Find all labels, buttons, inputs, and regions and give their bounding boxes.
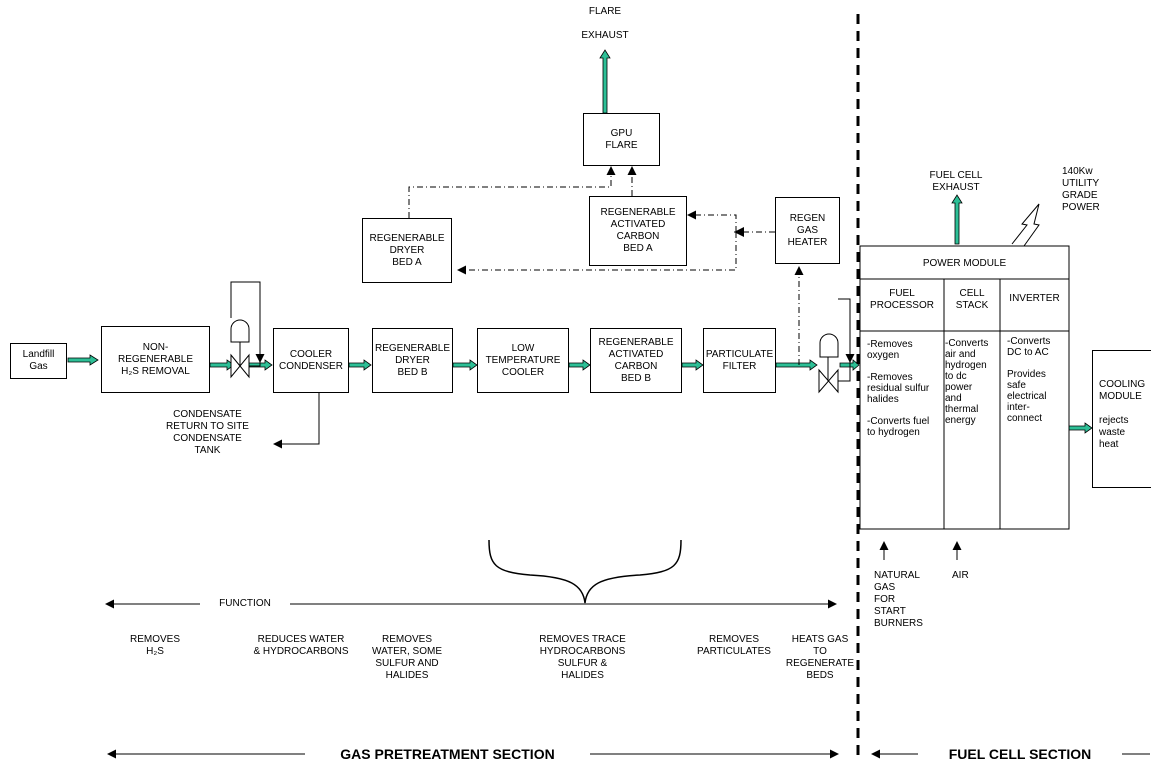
regen-junction-arrow [734, 227, 744, 237]
flow-arrow-carbonb [681, 359, 704, 371]
gpu-flare-box: GPU FLARE [583, 113, 660, 166]
flare-exhaust-label: FLARE EXHAUST [581, 6, 629, 41]
function-removes-particulates: REMOVES PARTICULATES [697, 634, 771, 657]
regen-lines [408, 166, 804, 365]
regenerable-carbon-bed-b-box: REGENERABLE ACTIVATED CARBON BED B [590, 328, 682, 393]
particulate-filter-box: PARTICULATE FILTER [703, 328, 776, 393]
function-heats-gas: HEATS GAS TO REGENERATE BEDS [785, 634, 855, 681]
function-reduces-water: REDUCES WATER & HYDROCARBONS [253, 634, 349, 657]
valve-arrows [255, 290, 855, 363]
control-valve-2 [818, 298, 851, 394]
power-module-grid [859, 245, 1070, 530]
cooling-module-box: COOLING MODULE rejects waste heat [1092, 350, 1151, 488]
condensate-line [273, 393, 320, 449]
fuel-processor-header: FUEL PROCESSOR [870, 288, 934, 311]
flow-arrow-landfill [67, 354, 99, 366]
function-removes-h2s: REMOVES H₂S [129, 634, 180, 657]
inverter-functions: -Converts DC to AC Provides safe electri… [1007, 336, 1051, 424]
power-output-bolt [1011, 203, 1040, 247]
inverter-header: INVERTER [1009, 293, 1060, 304]
flow-arrow-dryerb [452, 359, 478, 371]
nonregen-h2s-removal-box: NON- REGENERABLE H₂S REMOVAL [101, 326, 210, 393]
flow-arrow-cooler [348, 359, 372, 371]
flow-arrow-cooling [1067, 422, 1093, 434]
flow-arrow-lowtemp [568, 359, 591, 371]
natural-gas-label: NATURAL GAS FOR START BURNERS [874, 570, 923, 629]
function-removes-water-sulfur: REMOVES WATER, SOME SULFUR AND HALIDES [372, 634, 442, 681]
regenerable-carbon-bed-a-box: REGENERABLE ACTIVATED CARBON BED A [589, 196, 687, 266]
flow-arrow-fuelcell-exhaust [951, 194, 963, 245]
cell-stack-functions: -Converts air and hydrogen to dc power a… [945, 338, 989, 426]
regen-gas-heater-box: REGEN GAS HEATER [775, 197, 840, 264]
flow-arrow-nonregen [209, 359, 235, 371]
regenerable-dryer-bed-b-box: REGENERABLE DRYER BED B [372, 328, 453, 393]
function-removes-trace: REMOVES TRACE HYDROCARBONS SULFUR & HALI… [539, 634, 626, 681]
fuel-processor-functions: -Removes oxygen -Removes residual sulfur… [867, 339, 930, 438]
cooler-condenser-box: COOLER CONDENSER [273, 328, 349, 393]
function-brace [488, 539, 682, 604]
cell-stack-header: CELL STACK [955, 288, 989, 311]
input-arrows [879, 541, 962, 560]
fuel-cell-section-label: FUEL CELL SECTION [948, 746, 1092, 762]
control-valve-1 [230, 281, 261, 379]
fuel-cell-exhaust-label: FUEL CELL EXHAUST [929, 170, 983, 193]
low-temperature-cooler-box: LOW TEMPERATURE COOLER [477, 328, 569, 393]
power-output-label: 140Kw UTILITY GRADE POWER [1062, 166, 1100, 213]
process-flow-arrows [67, 49, 1093, 434]
air-label: AIR [952, 570, 969, 581]
flow-arrow-flare-exhaust [599, 49, 611, 114]
condensate-return-label: CONDENSATE RETURN TO SITE CONDENSATE TAN… [166, 409, 249, 456]
gas-pretreatment-section-label: GAS PRETREATMENT SECTION [340, 746, 555, 762]
power-module-title: POWER MODULE [922, 258, 1007, 269]
function-label: FUNCTION [219, 598, 271, 609]
flow-arrow-particulate [775, 359, 818, 371]
landfill-gas-box: Landfill Gas [10, 343, 67, 379]
regenerable-dryer-bed-a-box: REGENERABLE DRYER BED A [362, 218, 452, 283]
